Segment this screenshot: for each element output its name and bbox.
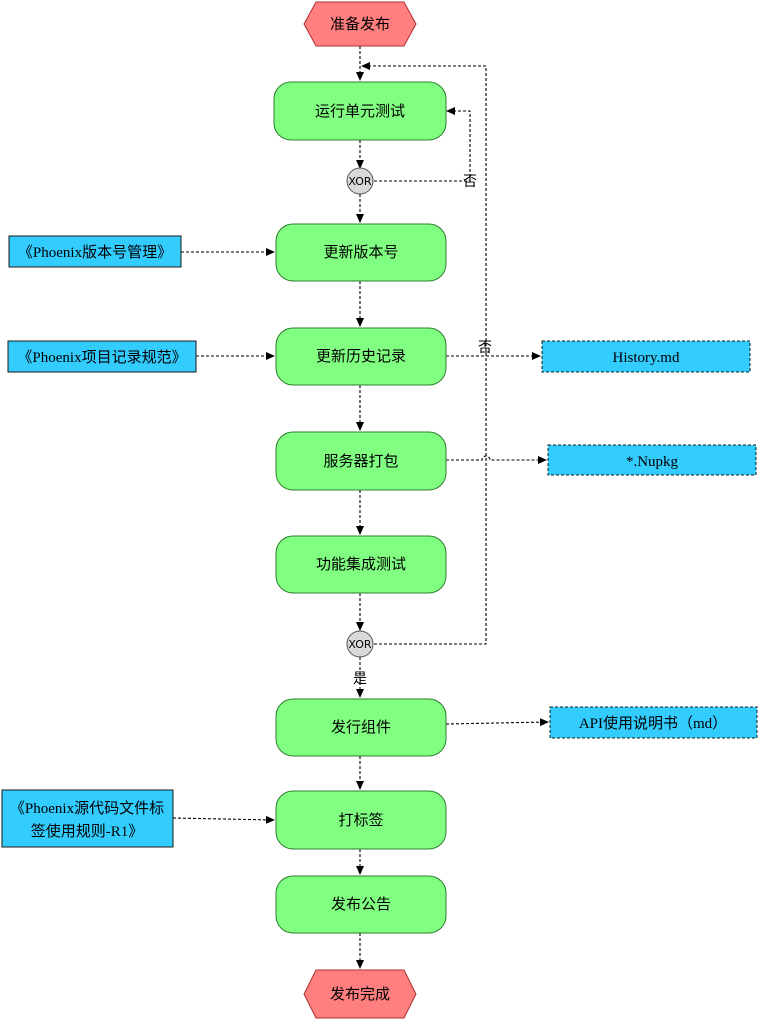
- edge-label-no-1: 否: [463, 174, 477, 190]
- end-event-label: 发布完成: [330, 985, 390, 1003]
- xor-gateway-integration-label: XOR: [348, 638, 371, 651]
- doc-version-management-label: 《Phoenix版本号管理》: [18, 244, 172, 261]
- output-history-md: History.md: [541, 340, 751, 373]
- xor-gateway-integration: XOR: [346, 630, 374, 658]
- doc-version-management: 《Phoenix版本号管理》: [8, 235, 182, 268]
- output-nupkg: *.Nupkg: [547, 444, 757, 476]
- output-api-doc-label: API使用说明书（md）: [579, 715, 727, 732]
- output-api-doc: API使用说明书（md）: [549, 706, 758, 739]
- xor-gateway-unit-tests: XOR: [346, 167, 374, 195]
- edge-xor2-no-to-unit-tests: [361, 62, 487, 645]
- doc-source-tag-rules-line1: 《Phoenix源代码文件标: [10, 800, 164, 817]
- task-announce-label: 发布公告: [331, 895, 391, 913]
- edge-release-to-api-doc: [445, 718, 549, 727]
- edge-xor1-no-to-unit-tests: [374, 107, 471, 182]
- task-integration-test: 功能集成测试: [275, 535, 447, 594]
- task-release-component-label: 发行组件: [331, 718, 391, 736]
- task-release-component: 发行组件: [275, 698, 447, 757]
- edge-label-no-2: 否: [478, 340, 492, 356]
- task-update-version: 更新版本号: [275, 223, 447, 282]
- connectors: [172, 46, 549, 969]
- task-run-unit-tests: 运行单元测试: [273, 81, 447, 141]
- edge-label-yes: 是: [353, 671, 367, 687]
- end-event: 发布完成: [303, 969, 417, 1019]
- doc-record-spec-label: 《Phoenix项目记录规范》: [17, 349, 186, 366]
- doc-source-tag-rules: 《Phoenix源代码文件标 签使用规则-R1》: [1, 789, 174, 848]
- task-update-version-label: 更新版本号: [323, 243, 398, 261]
- start-event: 准备发布: [303, 1, 417, 47]
- task-run-unit-tests-label: 运行单元测试: [315, 102, 405, 120]
- task-update-history: 更新历史记录: [275, 327, 447, 386]
- output-nupkg-label: *.Nupkg: [626, 454, 679, 470]
- xor-gateway-unit-tests-label: XOR: [348, 175, 371, 188]
- output-history-md-label: History.md: [613, 350, 680, 366]
- task-tag-label: 打标签: [338, 811, 383, 829]
- task-server-package-label: 服务器打包: [323, 452, 398, 470]
- doc-source-tag-rules-line2: 签使用规则-R1》: [31, 823, 144, 840]
- doc-record-spec: 《Phoenix项目记录规范》: [7, 340, 197, 373]
- start-event-label: 准备发布: [330, 15, 390, 33]
- task-integration-test-label: 功能集成测试: [316, 555, 406, 573]
- task-server-package: 服务器打包: [275, 431, 447, 491]
- edge-source-doc-to-tag: [172, 815, 275, 824]
- task-update-history-label: 更新历史记录: [316, 347, 406, 365]
- task-announce: 发布公告: [275, 875, 447, 934]
- edge-package-to-nupkg: [446, 455, 547, 464]
- task-tag: 打标签: [275, 790, 447, 850]
